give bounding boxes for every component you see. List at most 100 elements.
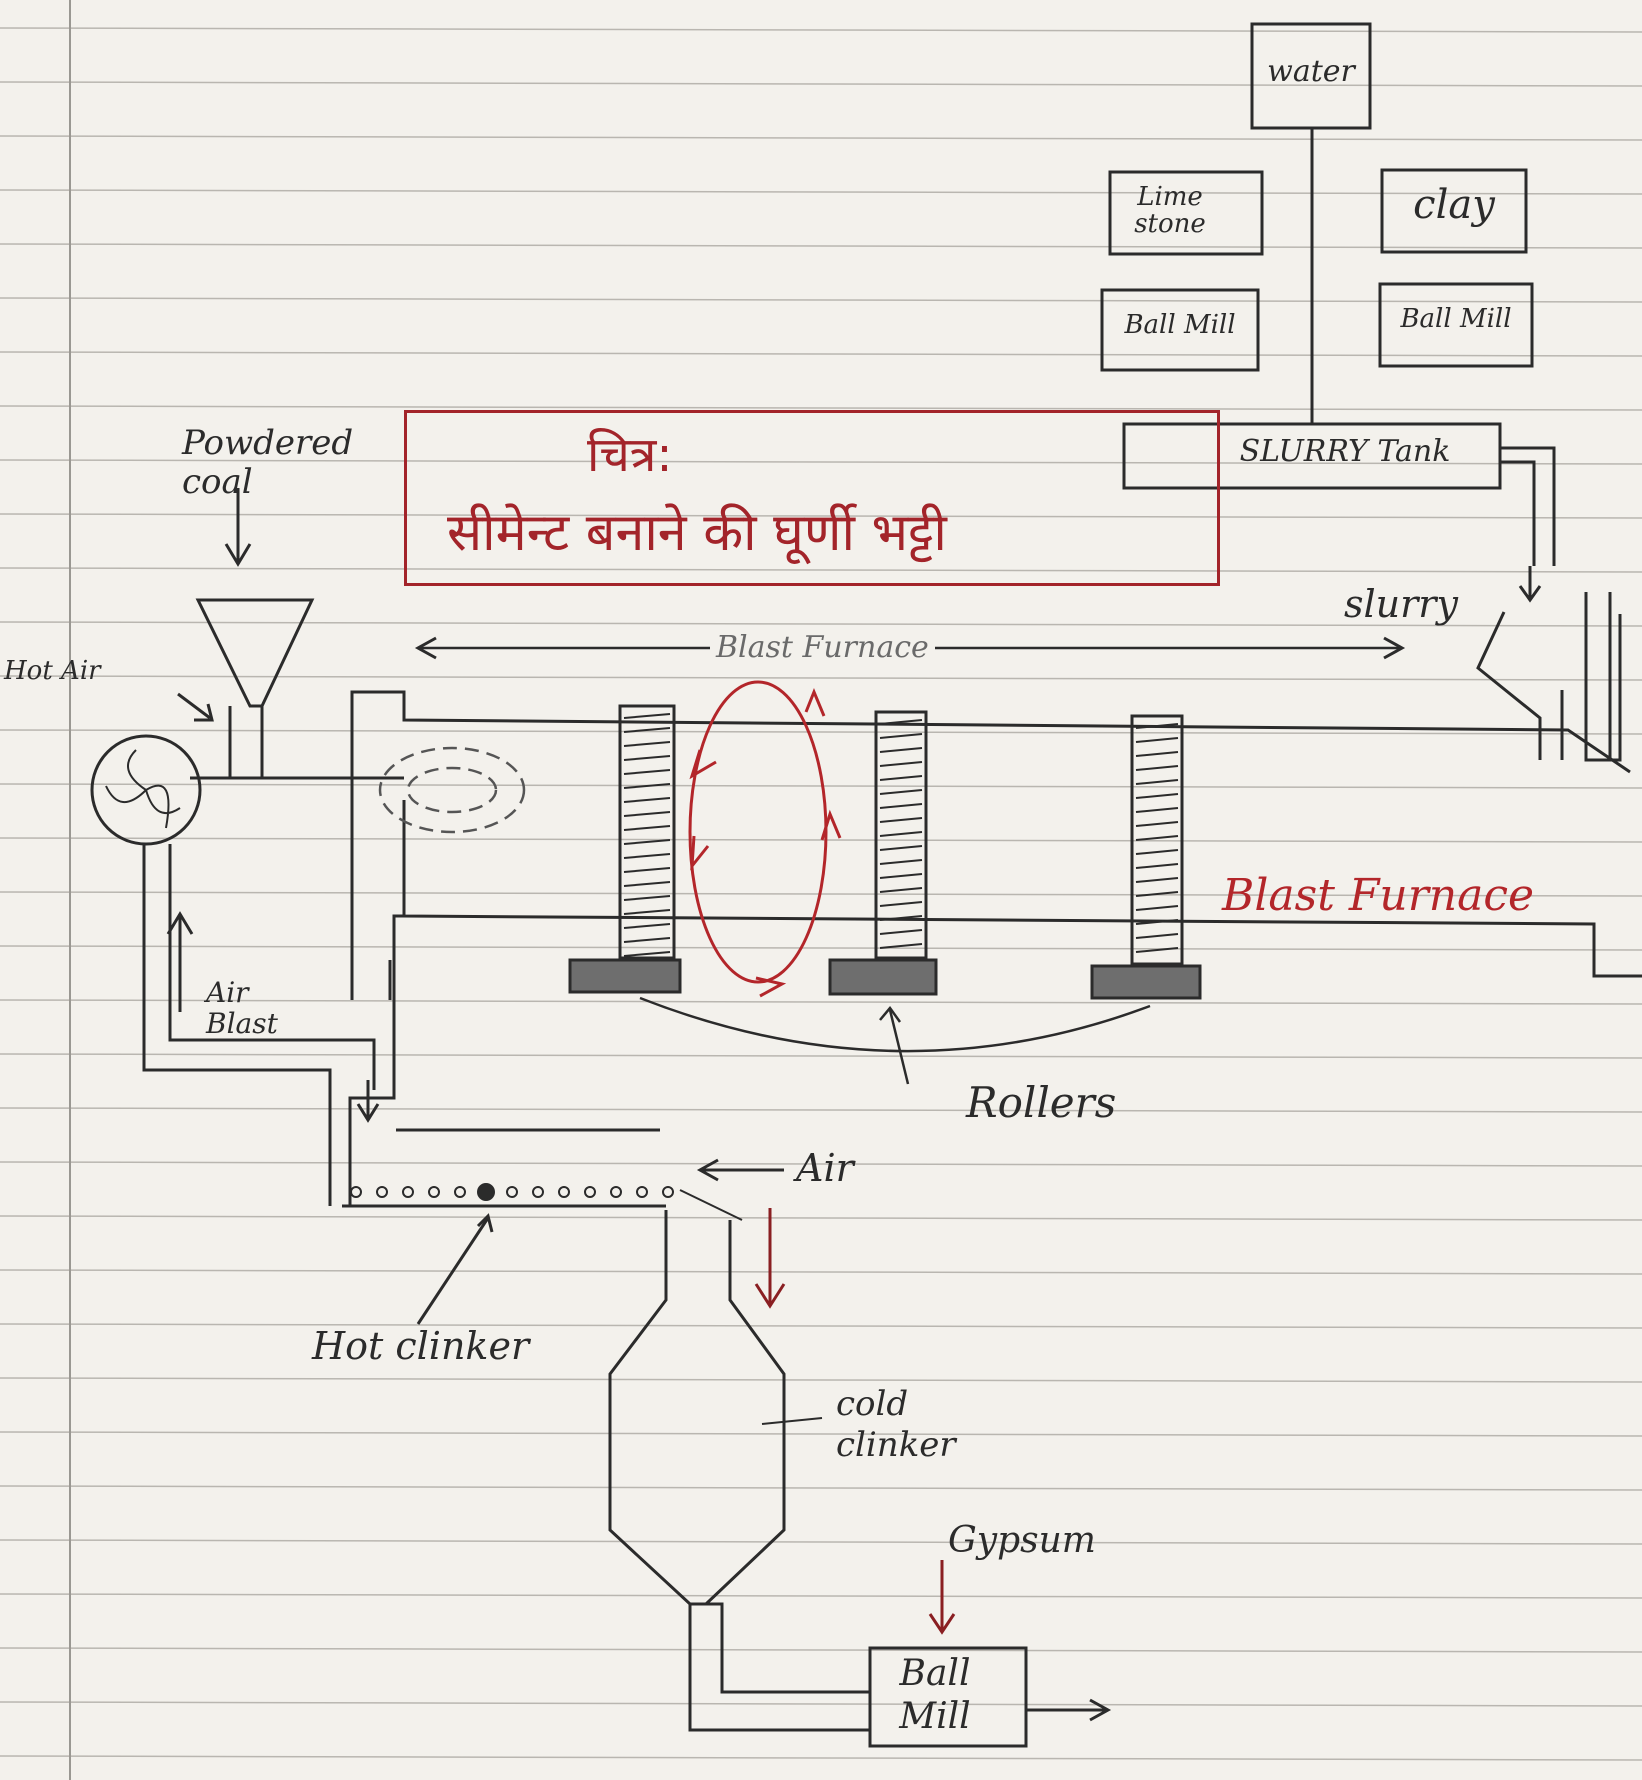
roller-stripe [880,860,922,864]
roller-stripe [1136,934,1178,938]
ruled-line [0,1540,1642,1544]
ruled-line [0,28,1642,32]
roller-stripe [1136,766,1178,770]
cold-clinker-label: cold clinker [836,1384,1036,1466]
clinker-ball [611,1187,621,1197]
coal-hopper [198,600,312,706]
roller-stripe [1136,906,1178,910]
figure-title: सीमेन्ट बनाने की घूर्णी भट्टी [447,495,947,566]
clinker-ball [403,1187,413,1197]
ruled-line [0,1270,1642,1274]
roller-stripe [880,818,922,822]
clinker-ball [507,1187,517,1197]
ruled-line [0,1702,1642,1706]
roller-stripe [1136,808,1178,812]
clinker-ball [663,1187,673,1197]
roller-stripe [880,734,922,738]
clay-label: clay [1392,184,1516,226]
limestone-label: Lime stone [1120,184,1220,239]
roller-stripe [624,714,670,718]
clinker-ball [637,1187,647,1197]
roller-stripe [880,804,922,808]
clinker-ball [351,1187,361,1197]
roller-stripe [1136,780,1178,784]
roller-stripe [1136,878,1178,882]
figure-title-label: चित्र: [587,421,673,486]
ball-mill-bottom-label: Ball Mill [880,1652,990,1738]
roller-stripe [880,776,922,780]
ruled-line [0,1216,1642,1220]
figure-title-box: चित्र: सीमेन्ट बनाने की घूर्णी भट्टी [404,410,1220,586]
ruled-line [0,136,1642,140]
roller-stripe [624,770,670,774]
roller-stripe [880,748,922,752]
roller-stripe [880,930,922,934]
roller-stripe [880,874,922,878]
ruled-line [0,1648,1642,1652]
roller-stripe [1136,850,1178,854]
roller-stripe [624,812,670,816]
roller-stripe [880,846,922,850]
roller-stripe [624,910,670,914]
ruled-line [0,730,1642,734]
roller-stripe [880,888,922,892]
ruled-line [0,676,1642,680]
roller-stripe [624,854,670,858]
slurry-tank-label: SLURRY Tank [1200,436,1490,468]
kiln-flame [380,748,524,832]
roller-stripe [1136,794,1178,798]
roller-stripe [624,896,670,900]
clinker-cooler [610,1210,1108,1746]
slurry-pipe [1500,448,1554,566]
roller-stripe [624,742,670,746]
hot-air-arrow [178,694,210,718]
ruled-line [0,946,1642,950]
gypsum-label: Gypsum [948,1520,1096,1561]
slurry-label: slurry [1344,582,1458,626]
ruled-line [0,1486,1642,1490]
kiln-inner-top [352,692,404,778]
hot-clinker-label: Hot clinker [312,1324,529,1368]
slurry-feeder [1478,612,1540,760]
air-blast-label: Air Blast [206,978,326,1040]
powdered-coal-label: Powdered coal [182,424,392,502]
ruled-line [0,1378,1642,1382]
rollers-pointer [640,998,1150,1051]
ruled-line [0,82,1642,86]
air-label: Air [796,1146,854,1190]
rollers-label: Rollers [966,1078,1116,1127]
hot-air-label: Hot Air [4,656,101,686]
clinker-ball [478,1184,494,1200]
roller-stripe [880,832,922,836]
clinker-ball [455,1187,465,1197]
roller-stripe [624,882,670,886]
roller-stripe [624,938,670,942]
blast-furnace-arrow-label: Blast Furnace [710,630,935,665]
water-label: water [1256,56,1366,88]
roller-stripe [624,798,670,802]
roller-stripe [880,902,922,906]
ruled-line [0,352,1642,356]
clinker-ball [429,1187,439,1197]
ruled-line [0,244,1642,248]
ruled-line [0,1756,1642,1760]
clinker-ball [533,1187,543,1197]
roller-stripe [880,790,922,794]
roller-stripe [624,840,670,844]
ruled-line [0,1594,1642,1598]
roller-stripe [1136,864,1178,868]
slurry-pipe-inner [1500,462,1534,566]
ruled-line [0,1054,1642,1058]
roller-stripe [1136,752,1178,756]
roller-stripe [624,952,670,956]
blast-furnace-label: Blast Furnace [1222,870,1534,921]
ball-mill-right-label: Ball Mill [1386,306,1526,333]
clinker-balls [351,1184,673,1200]
clinker-ball [559,1187,569,1197]
ruled-line [0,1432,1642,1436]
roller-stripe [624,868,670,872]
roller-stripe [880,762,922,766]
roller-stripe [880,944,922,948]
clinker-ball [585,1187,595,1197]
roller-stripe [1136,822,1178,826]
